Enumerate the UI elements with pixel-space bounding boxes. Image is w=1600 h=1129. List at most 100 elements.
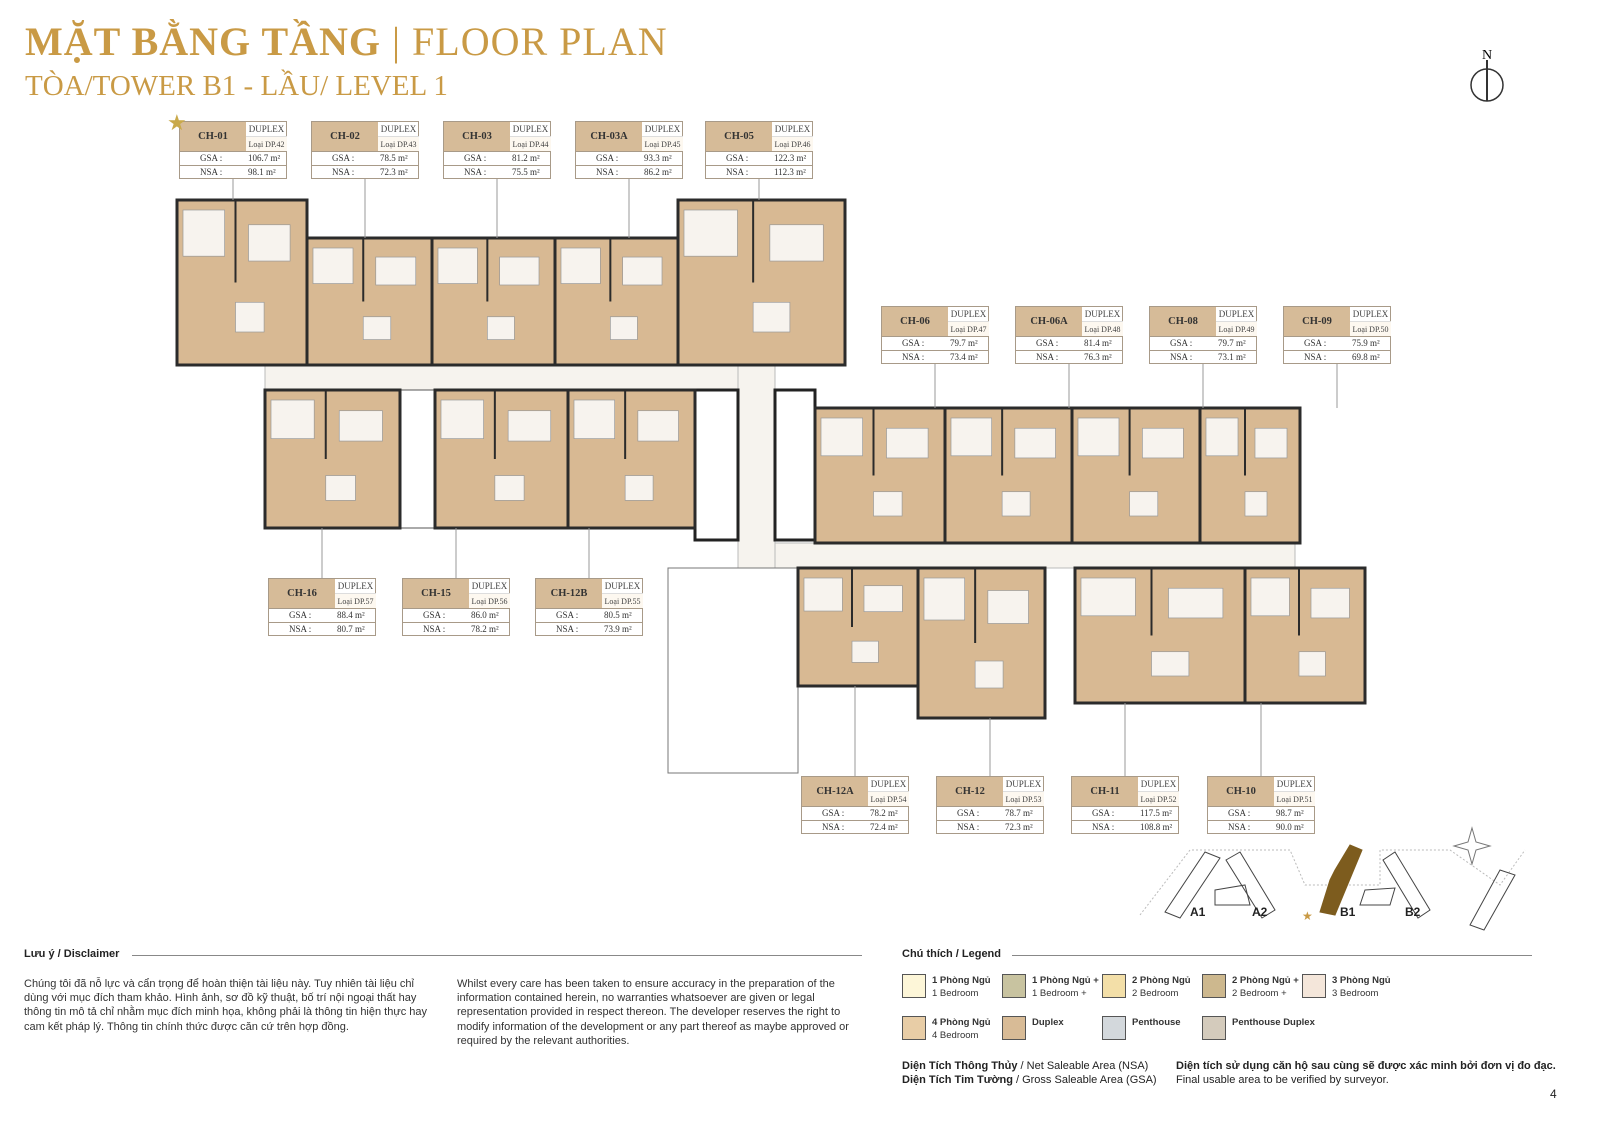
unit-model: Loại DP.57 — [335, 593, 376, 608]
legend-label-en: 2 Bedroom — [1132, 988, 1179, 999]
gsa-label: GSA : — [902, 338, 925, 348]
unit-model: Loại DP.42 — [246, 136, 287, 151]
furniture — [1254, 427, 1288, 459]
gsa-label: GSA : — [1304, 338, 1327, 348]
nsa-value: 86.2 m² — [644, 167, 672, 177]
furniture — [820, 417, 863, 457]
unit-model: Loại DP.45 — [642, 136, 683, 151]
legend-swatch — [1102, 1016, 1126, 1040]
nsa-value: 90.0 m² — [1276, 822, 1304, 832]
gsa-value: 117.5 m² — [1140, 808, 1172, 818]
unit-model: Loại DP.48 — [1082, 321, 1123, 336]
nsa-value: 69.8 m² — [1352, 352, 1380, 362]
unit-code: CH-08 — [1150, 307, 1216, 336]
unit-type: DUPLEX — [512, 124, 549, 134]
nsa-value: 80.7 m² — [337, 624, 365, 634]
furniture — [182, 209, 225, 257]
unit-type: DUPLEX — [604, 581, 641, 591]
unit-label-ch-01: CH-01 DUPLEX Loại DP.42 GSA :106.7 m² NS… — [179, 121, 287, 179]
furniture — [1151, 651, 1190, 677]
gsa-value: 98.7 m² — [1276, 808, 1304, 818]
unit-label-ch-16: CH-16 DUPLEX Loại DP.57 GSA :88.4 m² NSA… — [268, 578, 376, 636]
unit-model: Loại DP.47 — [948, 321, 989, 336]
legend-label-vi: Penthouse — [1132, 1017, 1181, 1028]
unit-model: Loại DP.49 — [1216, 321, 1257, 336]
gsa-value: 80.5 m² — [604, 610, 632, 620]
nsa-value: 72.3 m² — [1005, 822, 1033, 832]
furniture — [683, 209, 738, 257]
unit-model: Loại DP.53 — [1003, 791, 1044, 806]
final-area-note: Diện tích sử dụng căn hộ sau cùng sẽ đượ… — [1176, 1060, 1556, 1072]
furniture — [1077, 417, 1120, 457]
gsa-label: GSA : — [200, 153, 223, 163]
legend-swatch — [1302, 974, 1326, 998]
unit-type: DUPLEX — [1218, 309, 1255, 319]
furniture — [312, 247, 354, 284]
unit-model: Loại DP.51 — [1274, 791, 1315, 806]
unit-label-ch-08: CH-08 DUPLEX Loại DP.49 GSA :79.7 m² NSA… — [1149, 306, 1257, 364]
legend-swatch — [1002, 974, 1026, 998]
unit-code: CH-15 — [403, 579, 469, 608]
disclaimer-title: Lưu ý / Disclaimer — [24, 948, 120, 960]
furniture — [499, 256, 540, 286]
unit-label-ch-12: CH-12 DUPLEX Loại DP.53 GSA :78.7 m² NSA… — [936, 776, 1044, 834]
service-core — [773, 388, 817, 542]
furniture — [325, 475, 356, 501]
unit-model: Loại DP.56 — [469, 593, 510, 608]
gsa-label: GSA : — [332, 153, 355, 163]
unit-type: DUPLEX — [1352, 309, 1389, 319]
legend-swatch — [1002, 1016, 1026, 1040]
furniture — [923, 577, 965, 621]
furniture — [974, 660, 1004, 689]
furniture — [375, 256, 417, 286]
furniture — [338, 410, 383, 442]
page-title: MẶT BẰNG TẦNG | FLOOR PLAN — [25, 19, 668, 64]
furniture — [1129, 491, 1159, 517]
corridor — [264, 364, 776, 391]
unit-code: CH-12A — [802, 777, 868, 806]
unit-code: CH-09 — [1284, 307, 1350, 336]
nsa-value: 76.3 m² — [1084, 352, 1112, 362]
gsa-value: 79.7 m² — [950, 338, 978, 348]
furniture — [622, 256, 663, 286]
gsa-value: 78.5 m² — [380, 153, 408, 163]
unit-type: DUPLEX — [950, 309, 987, 319]
gsa-label: GSA : — [726, 153, 749, 163]
unit-code: CH-10 — [1208, 777, 1274, 806]
gsa-note: Diện Tích Tim Tường / Gross Saleable Are… — [902, 1074, 1157, 1086]
unit-model: Loại DP.43 — [378, 136, 419, 151]
nsa-label: NSA : — [1228, 822, 1251, 832]
gsa-label: GSA : — [957, 808, 980, 818]
furniture — [752, 301, 791, 333]
furniture — [1310, 587, 1350, 619]
unit-code: CH-06 — [882, 307, 948, 336]
unit-label-ch-09: CH-09 DUPLEX Loại DP.50 GSA :75.9 m² NSA… — [1283, 306, 1391, 364]
final-area-note-en: Final usable area to be verified by surv… — [1176, 1074, 1389, 1086]
furniture — [1205, 417, 1239, 457]
unit-code: CH-02 — [312, 122, 378, 151]
unit-type: DUPLEX — [471, 581, 508, 591]
furniture — [487, 316, 515, 340]
furniture — [270, 399, 315, 439]
unit-model: Loại DP.46 — [772, 136, 813, 151]
unit-code: CH-06A — [1016, 307, 1082, 336]
furniture — [1168, 587, 1224, 619]
legend-item: Duplex — [1002, 1016, 1064, 1040]
nsa-label: NSA : — [1036, 352, 1059, 362]
unit-type: DUPLEX — [1005, 779, 1042, 789]
legend-label-en: 1 Bedroom — [932, 988, 979, 999]
unit-model: Loại DP.52 — [1138, 791, 1179, 806]
unit-code: CH-11 — [1072, 777, 1138, 806]
legend-item: 1 Phòng Ngủ +1 Bedroom + — [1002, 974, 1099, 1000]
divider — [1012, 955, 1532, 956]
nsa-value: 98.1 m² — [248, 167, 276, 177]
legend-item: Penthouse Duplex — [1202, 1016, 1315, 1040]
unit-label-ch-15: CH-15 DUPLEX Loại DP.56 GSA :86.0 m² NSA… — [402, 578, 510, 636]
unit-code: CH-05 — [706, 122, 772, 151]
gsa-label: GSA : — [822, 808, 845, 818]
furniture — [560, 247, 601, 284]
